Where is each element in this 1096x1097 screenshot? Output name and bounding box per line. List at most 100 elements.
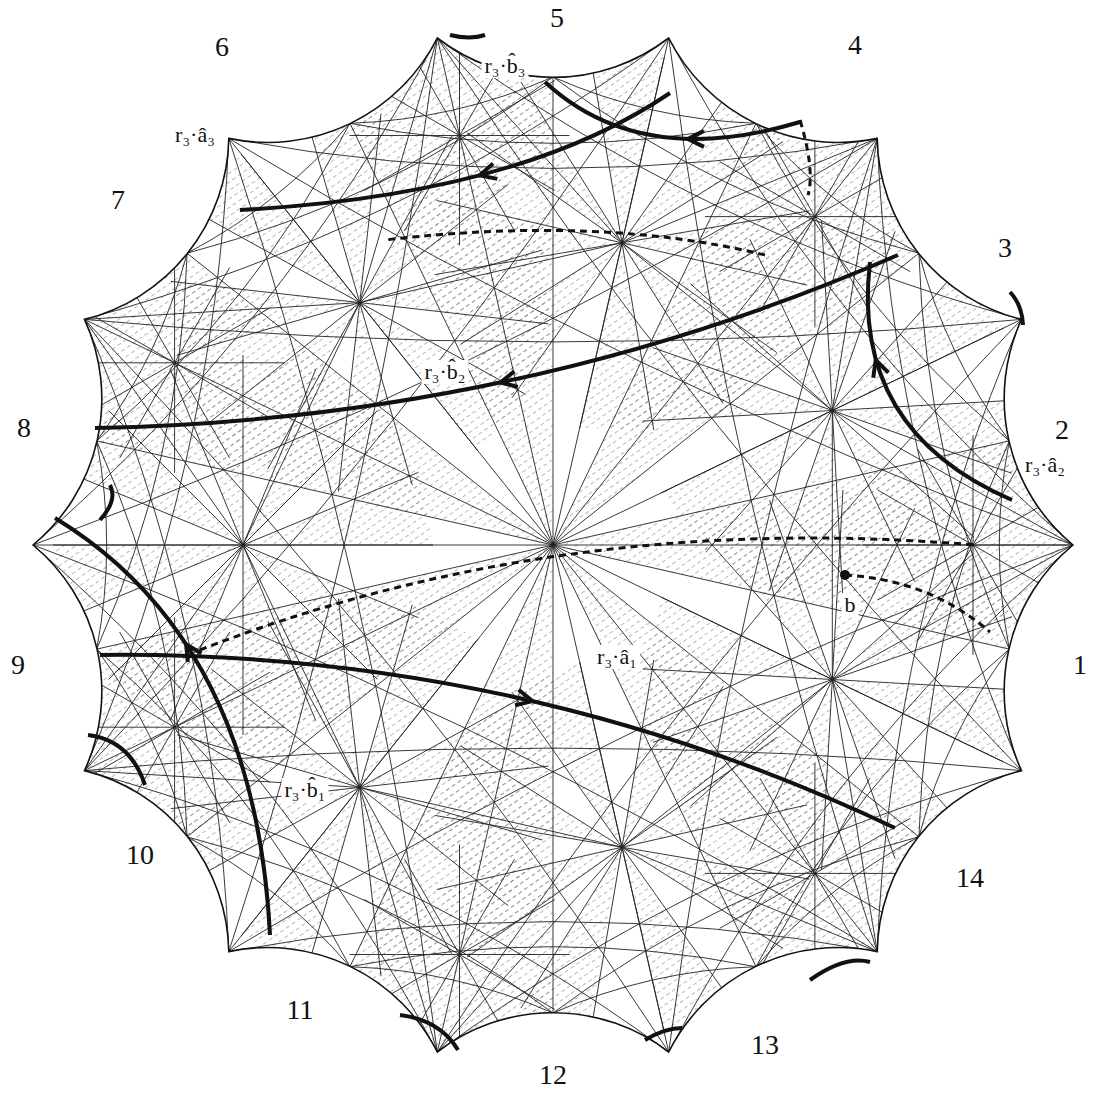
tiling-line (832, 680, 959, 822)
tiling-line (815, 121, 870, 216)
tiling-line (691, 284, 833, 411)
tiling-line (175, 672, 270, 727)
tiling-arc (33, 138, 877, 545)
tiling-line (553, 545, 554, 1097)
tiling-line (12, 545, 553, 805)
tiling-line (832, 508, 914, 679)
tiling-arc (669, 38, 878, 952)
tiling-line (171, 787, 360, 808)
tiling-line (750, 680, 832, 851)
tiling-arc (437, 38, 1021, 771)
edge-number: 2 (1055, 416, 1069, 444)
tiling-line (705, 873, 815, 874)
tiling-line (360, 787, 452, 953)
tiling-line (691, 680, 833, 807)
tiling-line (364, 955, 459, 1010)
dashed-curve (200, 538, 975, 650)
tiling-line (120, 363, 175, 458)
tiling-line (460, 954, 570, 955)
tiling-line (832, 490, 843, 680)
tiling-line (84, 171, 553, 545)
edge-number: 3 (998, 234, 1012, 262)
tiling-line (815, 216, 925, 217)
tiling-line (643, 669, 833, 680)
tiling-line (622, 211, 809, 243)
thick-curve (55, 518, 270, 935)
tiling-line (521, 847, 622, 1008)
thick-curve (1010, 292, 1023, 325)
tiling-line (360, 250, 543, 303)
thick-curve (450, 35, 485, 38)
curve-label: r₃·â₂ (1022, 453, 1068, 477)
tiling-line (814, 217, 815, 327)
tiling-line (553, 76, 927, 545)
tiling-line (350, 954, 460, 955)
tiling-line (293, 4, 553, 545)
tiling-line (360, 184, 509, 302)
tiling-line (405, 859, 460, 954)
tiling-line (420, 0, 554, 545)
tiling-line (622, 243, 832, 411)
tiling-arc (437, 319, 1021, 1052)
tiling-arc (999, 441, 1009, 649)
tiling-line (360, 303, 549, 324)
tiling-line (832, 411, 914, 582)
tiling-line (405, 955, 460, 1050)
thick-curve (95, 255, 898, 428)
tiling-line (832, 411, 833, 680)
tiling-line (243, 545, 244, 735)
tiling-line (653, 680, 832, 743)
edge-number: 7 (111, 186, 125, 214)
tiling-line (0, 545, 553, 679)
curve-label: r₃·â₃ (172, 123, 218, 147)
shaded-triangle (435, 746, 622, 847)
tiling-line (360, 114, 381, 303)
tiling-line (193, 211, 359, 303)
tiling-line (120, 632, 175, 727)
tiling-line (243, 355, 244, 545)
tiling-arc (97, 123, 350, 441)
tiling-arc (85, 38, 669, 319)
tiling-line (832, 680, 1003, 762)
tiling-arc (85, 771, 669, 1052)
tiling-arc (85, 319, 1022, 342)
tiling-line (705, 216, 815, 217)
shaded-triangle (12, 545, 553, 919)
tiling-line (460, 859, 515, 954)
tiling-line (832, 680, 1022, 691)
edge-number: 12 (539, 1061, 567, 1089)
tiling-line (706, 411, 833, 553)
tiling-line (521, 82, 622, 243)
dashed-curve (800, 120, 810, 195)
shaded-triangle (307, 114, 381, 303)
tiling-line (815, 778, 870, 873)
tiling-line (622, 847, 877, 951)
tiling-line (878, 490, 973, 545)
tiling-line (622, 243, 777, 353)
tiling-line (175, 363, 270, 418)
arrowhead (500, 371, 517, 387)
tiling-line (460, 955, 515, 1050)
shaded-triangle (68, 411, 244, 545)
tiling-line (815, 873, 870, 968)
tiling-line (360, 136, 452, 302)
tiling-line (85, 303, 360, 320)
curve-label: b (842, 593, 859, 617)
tiling-line (193, 787, 359, 879)
tiling-arc (229, 545, 1073, 952)
tiling-line (241, 787, 359, 936)
tiling-line (435, 243, 622, 275)
tiling-line (459, 136, 460, 246)
thick-curve (240, 93, 670, 210)
tiling-line (622, 142, 783, 243)
tiling-line (460, 136, 515, 231)
tiling-line (437, 201, 622, 243)
tiling-line (364, 81, 459, 136)
tiling-line (68, 472, 244, 545)
tiling-line (360, 303, 413, 486)
shaded-triangle (177, 669, 360, 788)
tiling-line (832, 269, 959, 411)
tiling-arc (97, 649, 350, 967)
tiling-line (175, 362, 285, 363)
tiling-line (241, 154, 359, 303)
